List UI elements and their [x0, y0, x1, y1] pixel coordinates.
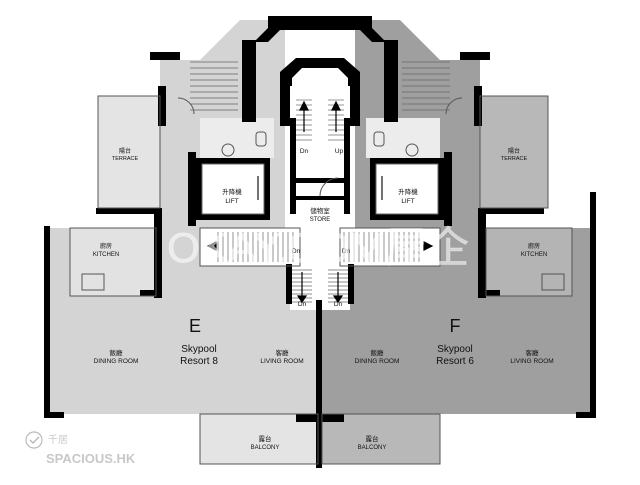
- store-label-zh: 儲物室: [310, 206, 330, 215]
- spacious-logo-en: SPACIOUS.HK: [46, 451, 136, 466]
- lift-shaft-e: [196, 158, 270, 220]
- spacious-logo: 千居 SPACIOUS.HK: [25, 431, 136, 466]
- balcony-f-label-en: BALCONY: [358, 445, 387, 451]
- stair-arrows: [206, 100, 434, 304]
- stair-dn-left-label: Dn: [292, 248, 301, 255]
- spacious-logo-zh: 千居: [48, 434, 68, 446]
- stair-dn-right-label: Dn: [342, 248, 351, 255]
- room-labels: 陽台 TERRACE 陽台 TERRACE 廚房 KITCHEN 廚房 KITC…: [93, 147, 554, 451]
- unit-e-name-2: Resort 8: [180, 356, 218, 367]
- kitchen-f: [486, 228, 572, 296]
- walls: [44, 16, 596, 468]
- terrace-f-label-en: TERRACE: [501, 156, 528, 162]
- unit-f-letter: F: [450, 316, 461, 336]
- watermark-text: OKAY.COM屋企: [167, 224, 469, 271]
- kitchen-e-label-en: KITCHEN: [93, 252, 119, 258]
- lift-e-label-en: LIFT: [225, 198, 238, 205]
- stair-dn-label: Dn: [300, 148, 309, 155]
- unit-e-letter: E: [189, 316, 201, 336]
- lift-shaft-f: [370, 158, 444, 220]
- spacious-logo-mark-icon: [25, 431, 43, 449]
- balcony-e-label-en: BALCONY: [251, 445, 280, 451]
- dining-e-label-zh: 飯廳: [110, 348, 124, 357]
- stair-dn-lower-left-label: Dn: [298, 301, 307, 308]
- dining-f-label-en: DINING ROOM: [355, 358, 400, 365]
- living-e-label-en: LIVING ROOM: [260, 358, 303, 365]
- balcony-e-label-zh: 露台: [259, 434, 272, 443]
- thin-outlines: [69, 95, 573, 465]
- stair-up-label: Up: [335, 148, 344, 155]
- dining-f-label-zh: 飯廳: [371, 348, 385, 357]
- kitchen-f-label-en: KITCHEN: [521, 252, 547, 258]
- stair-dn-lower-right-label: Dn: [334, 301, 343, 308]
- unit-f-name-1: Skypool: [437, 344, 473, 355]
- balcony-f: [322, 414, 440, 464]
- terrace-e: [98, 96, 160, 208]
- lift-f-label-en: LIFT: [401, 198, 414, 205]
- store-label-en: STORE: [310, 217, 331, 223]
- unit-e-name-1: Skypool: [181, 344, 217, 355]
- terrace-e-label-zh: 陽台: [119, 147, 131, 155]
- balcony-f-label-zh: 露台: [366, 434, 379, 443]
- lift-f-label-zh: 升降機: [398, 187, 418, 196]
- living-f-label-zh: 客廳: [526, 348, 540, 357]
- lift-e-label-zh: 升降機: [222, 187, 242, 196]
- kitchen-e-label-zh: 廚房: [100, 242, 112, 250]
- balcony-e: [200, 414, 318, 464]
- terrace-e-label-en: TERRACE: [112, 156, 139, 162]
- kitchen-f-label-zh: 廚房: [528, 242, 540, 250]
- unit-f-name-2: Resort 6: [436, 356, 474, 367]
- terrace-f: [480, 96, 548, 208]
- terrace-f-label-zh: 陽台: [508, 147, 520, 155]
- living-f-label-en: LIVING ROOM: [510, 358, 553, 365]
- kitchen-e: [70, 228, 156, 296]
- living-e-label-zh: 客廳: [276, 348, 290, 357]
- dining-e-label-en: DINING ROOM: [94, 358, 139, 365]
